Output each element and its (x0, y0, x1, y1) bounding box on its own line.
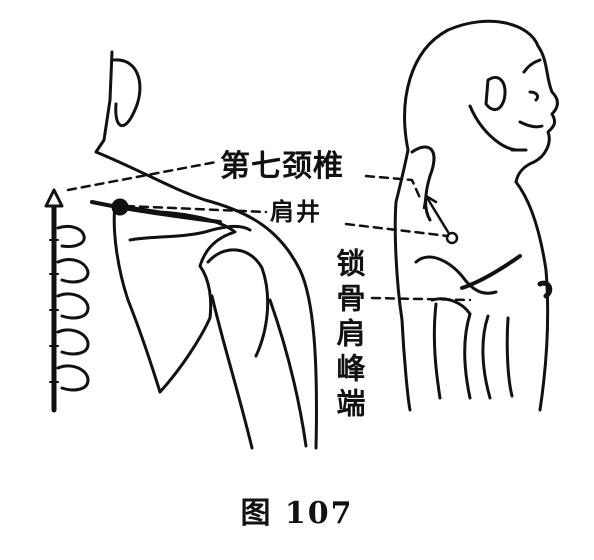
acromion-end-label: 锁骨肩峰端 (332, 246, 366, 425)
c7-marker (111, 198, 129, 216)
scapular-spine (128, 224, 252, 242)
scapula-outline (112, 203, 237, 394)
figure-caption: 图 107 (240, 496, 354, 531)
spine-top-triangle (44, 188, 64, 208)
ear-outline (112, 58, 142, 127)
jianjing-leader-right (344, 222, 450, 238)
humerus-head (206, 248, 270, 358)
side-view-figure (393, 19, 559, 412)
spine-column (44, 188, 90, 413)
jaw-line (468, 104, 518, 152)
c7-leader-left (66, 160, 218, 192)
ear-outline-right (484, 76, 507, 111)
arm-line-right (432, 302, 514, 400)
arrow-up (422, 194, 450, 234)
trapezius-curve (410, 145, 436, 222)
back-neck-outline (94, 50, 318, 450)
back-view-figure (90, 50, 318, 450)
head-outline (403, 19, 559, 184)
nipple-mark (537, 280, 553, 299)
c7-vertebra-label: 第七颈椎 (218, 149, 346, 184)
face-profile (510, 58, 544, 152)
jianjing-leader-left (124, 204, 268, 214)
shoulder-bones (414, 255, 498, 400)
jianjing-marker-right (445, 231, 459, 245)
jianjing-point-label: 肩井 (268, 197, 324, 226)
c7-leader-right (364, 174, 422, 200)
vertebrae (56, 224, 90, 392)
back-of-neck (393, 148, 412, 412)
clavicle (90, 200, 222, 224)
leader-lines (66, 160, 472, 302)
acromion-leader (370, 296, 472, 302)
upper-arm-outline (210, 294, 308, 450)
clavicle-right (460, 254, 522, 290)
chest-outline (514, 180, 550, 412)
